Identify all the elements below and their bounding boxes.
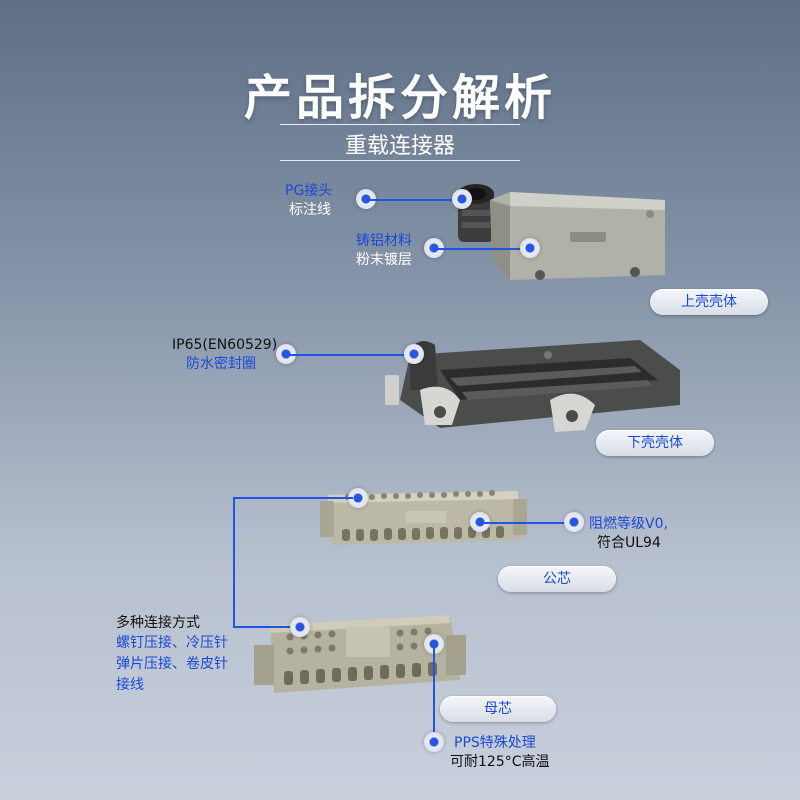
title-divider-top (280, 124, 520, 125)
flame-label-line1: 阻燃等级V0, (589, 516, 668, 532)
ip-label-line2: 防水密封圈 (186, 356, 256, 372)
page-title: 产品拆分解析 (243, 70, 556, 126)
pps-label-line1: PPS特殊处理 (454, 735, 536, 751)
ip-target-dot-icon (404, 344, 424, 364)
upper-shell-label: 上壳壳体 (650, 289, 768, 315)
alloy-target-dot-icon (520, 238, 540, 258)
alloy-label-line1: 铸铝材料 (356, 233, 412, 249)
connect-label-line3: 弹片压接、卷皮针 (116, 656, 228, 672)
pg-label-line1: PG接头 (285, 183, 333, 199)
pg-leader-line (366, 199, 462, 201)
connect-top-leader-line (233, 497, 353, 499)
connect-female-dot-icon (290, 617, 310, 637)
ip-leader-line (286, 354, 414, 356)
pps-leader-line (433, 644, 435, 740)
female-insert-image (254, 615, 466, 693)
male-insert-image (320, 490, 527, 545)
ip-label-line1: IP65(EN60529) (172, 337, 278, 353)
alloy-leader-line (434, 248, 530, 250)
title-divider-bottom (280, 160, 520, 161)
pps-callout-dot-icon (424, 732, 444, 752)
flame-callout-dot-icon (564, 512, 584, 532)
male-insert-label: 公芯 (498, 566, 616, 592)
female-insert-label: 母芯 (440, 696, 556, 722)
lower-shell-label: 下壳壳体 (596, 430, 714, 456)
alloy-label-line2: 粉末镀层 (356, 252, 412, 268)
connect-label-line1: 多种连接方式 (116, 615, 200, 631)
page-subtitle: 重载连接器 (344, 134, 455, 159)
flame-leader-line (480, 522, 574, 524)
flame-label-line2: 符合UL94 (597, 535, 661, 551)
connect-label-line4: 接线 (116, 677, 144, 693)
upper-shell-image (458, 184, 665, 280)
pg-target-dot-icon (452, 189, 472, 209)
connect-bottom-leader-line (233, 626, 295, 628)
connect-vertical-leader-line (233, 497, 235, 627)
pg-label-line2: 标注线 (289, 202, 331, 218)
lower-shell-image (385, 340, 680, 432)
connect-label-line2: 螺钉压接、冷压针 (116, 635, 228, 651)
connect-male-dot-icon (348, 488, 368, 508)
pps-label-line2: 可耐125°C高温 (450, 754, 550, 770)
